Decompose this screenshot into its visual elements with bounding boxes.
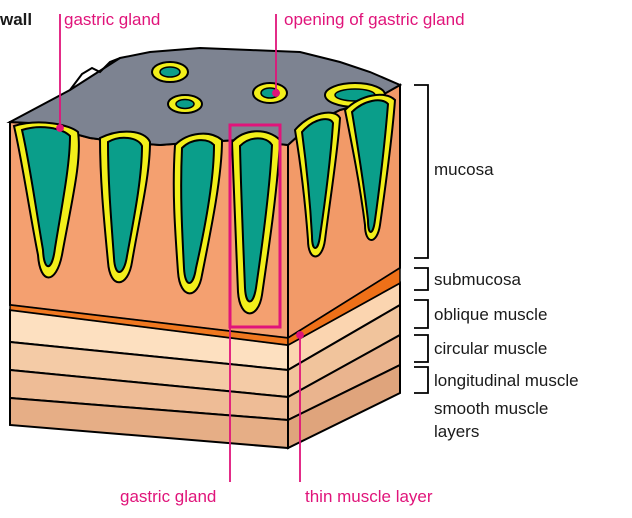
layer-brackets	[414, 85, 428, 393]
label-layers: layers	[434, 422, 479, 442]
label-longitudinal-muscle: longitudinal muscle	[434, 371, 579, 391]
label-smooth-muscle: smooth muscle	[434, 399, 548, 419]
partial-title: wall	[0, 10, 32, 30]
label-thin-muscle-layer: thin muscle layer	[305, 487, 433, 507]
label-submucosa: submucosa	[434, 270, 521, 290]
label-gastric-gland-top: gastric gland	[64, 10, 160, 30]
label-mucosa: mucosa	[434, 160, 494, 180]
label-oblique-muscle: oblique muscle	[434, 305, 547, 325]
label-opening-of-gastric-gland: opening of gastric gland	[284, 10, 465, 30]
label-circular-muscle: circular muscle	[434, 339, 547, 359]
label-gastric-gland-bottom: gastric gland	[120, 487, 216, 507]
